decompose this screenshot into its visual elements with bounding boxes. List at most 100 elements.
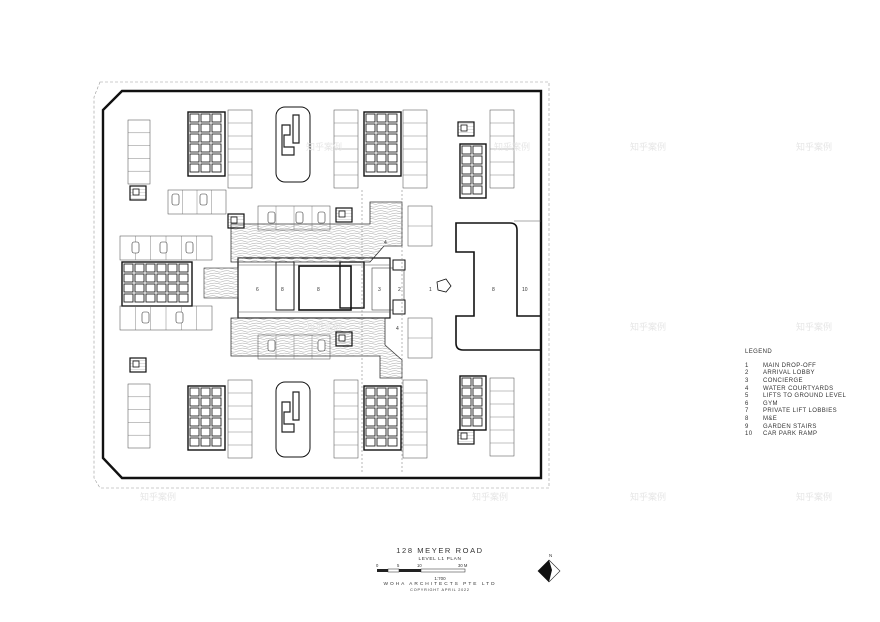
storage-unit xyxy=(365,437,376,447)
plan-tag-3: 3 xyxy=(378,287,381,293)
legend-item-label: GARDEN STAIRS xyxy=(763,423,817,430)
generated-plan-elements xyxy=(119,109,515,459)
car-icon xyxy=(317,211,326,224)
storage-unit xyxy=(123,293,134,303)
storage-unit xyxy=(211,427,222,437)
storage-unit xyxy=(365,407,376,417)
legend-item-label: GYM xyxy=(763,400,778,407)
storage-unit xyxy=(461,185,472,195)
storage-unit xyxy=(145,293,156,303)
storage-unit xyxy=(189,407,200,417)
plan-tag-1: 1 xyxy=(429,287,432,293)
storage-unit xyxy=(189,163,200,173)
watermark: 知乎案例 xyxy=(630,322,667,332)
storage-unit xyxy=(472,175,483,185)
parking-row xyxy=(127,383,151,449)
car-icon xyxy=(171,193,180,206)
legend-item-number: 10 xyxy=(745,431,753,438)
plan-tag-8a: 8 xyxy=(281,287,284,293)
unit-cluster-bottom-centre xyxy=(363,385,402,451)
legend-item-number: 1 xyxy=(745,362,749,369)
storage-unit xyxy=(461,417,472,427)
storage-unit xyxy=(365,153,376,163)
storage-unit xyxy=(211,153,222,163)
storage-unit xyxy=(387,163,398,173)
storage-unit xyxy=(200,427,211,437)
lift-icon xyxy=(230,216,238,224)
storage-unit xyxy=(387,417,398,427)
storage-unit xyxy=(134,263,145,273)
storage-unit xyxy=(211,113,222,123)
storage-unit xyxy=(123,273,134,283)
car-icon xyxy=(141,311,150,324)
watermark: 知乎案例 xyxy=(140,492,177,502)
storage-unit xyxy=(123,263,134,273)
watermark: 知乎案例 xyxy=(796,322,833,332)
unit-cluster-top-right xyxy=(459,143,487,199)
legend-item-label: WATER COURTYARDS xyxy=(763,385,834,392)
storage-unit xyxy=(156,263,167,273)
storage-unit xyxy=(376,427,387,437)
legend-item-number: 8 xyxy=(745,415,749,422)
storage-unit xyxy=(461,387,472,397)
plan-tag-4a: 4 xyxy=(384,240,387,246)
title-block: 128 MEYER ROAD LEVEL L1 PLAN 1:700 WOHA … xyxy=(370,546,510,592)
car-icon xyxy=(295,211,304,224)
building-outline xyxy=(101,89,543,480)
storage-unit xyxy=(200,437,211,447)
plan-tag-2: 2 xyxy=(398,287,401,293)
storage-unit xyxy=(145,273,156,283)
storage-unit xyxy=(365,123,376,133)
storage-unit xyxy=(387,387,398,397)
storage-unit xyxy=(461,175,472,185)
storage-unit xyxy=(211,397,222,407)
storage-unit xyxy=(200,417,211,427)
storage-unit xyxy=(461,377,472,387)
car-icon xyxy=(199,193,208,206)
storage-unit xyxy=(178,293,189,303)
storage-unit xyxy=(189,387,200,397)
lift-icon xyxy=(460,432,468,440)
storage-unit xyxy=(156,293,167,303)
storage-unit xyxy=(376,397,387,407)
watermark: 知乎案例 xyxy=(796,142,833,152)
car-icon xyxy=(267,211,276,224)
storage-unit xyxy=(376,153,387,163)
watermark: 知乎案例 xyxy=(472,492,509,502)
storage-unit xyxy=(167,283,178,293)
storage-unit xyxy=(365,427,376,437)
firm-name: WOHA ARCHITECTS PTE LTD xyxy=(383,582,497,587)
storage-unit xyxy=(123,283,134,293)
watermark: 知乎案例 xyxy=(796,492,833,502)
storage-unit xyxy=(376,407,387,417)
storage-unit xyxy=(376,437,387,447)
legend-heading: LEGEND xyxy=(745,349,773,355)
north-label: N xyxy=(549,553,553,558)
storage-unit xyxy=(189,397,200,407)
storage-unit xyxy=(134,283,145,293)
storage-unit xyxy=(189,437,200,447)
storage-unit xyxy=(200,153,211,163)
lift-icon xyxy=(338,334,346,342)
watermark: 知乎案例 xyxy=(630,142,667,152)
storage-unit xyxy=(472,155,483,165)
plan-tag-8c: 8 xyxy=(492,287,495,293)
parking-row xyxy=(127,119,151,185)
scale-label-30: 30 M xyxy=(458,563,468,568)
storage-unit xyxy=(211,417,222,427)
car-park-ramp xyxy=(455,222,542,351)
scale-label-10: 10 xyxy=(417,563,422,568)
legend-item-label: CAR PARK RAMP xyxy=(763,431,818,438)
unit-cluster-top-centre xyxy=(363,111,402,177)
storage-unit xyxy=(134,273,145,283)
lift-icon xyxy=(132,360,140,368)
storage-unit xyxy=(461,407,472,417)
